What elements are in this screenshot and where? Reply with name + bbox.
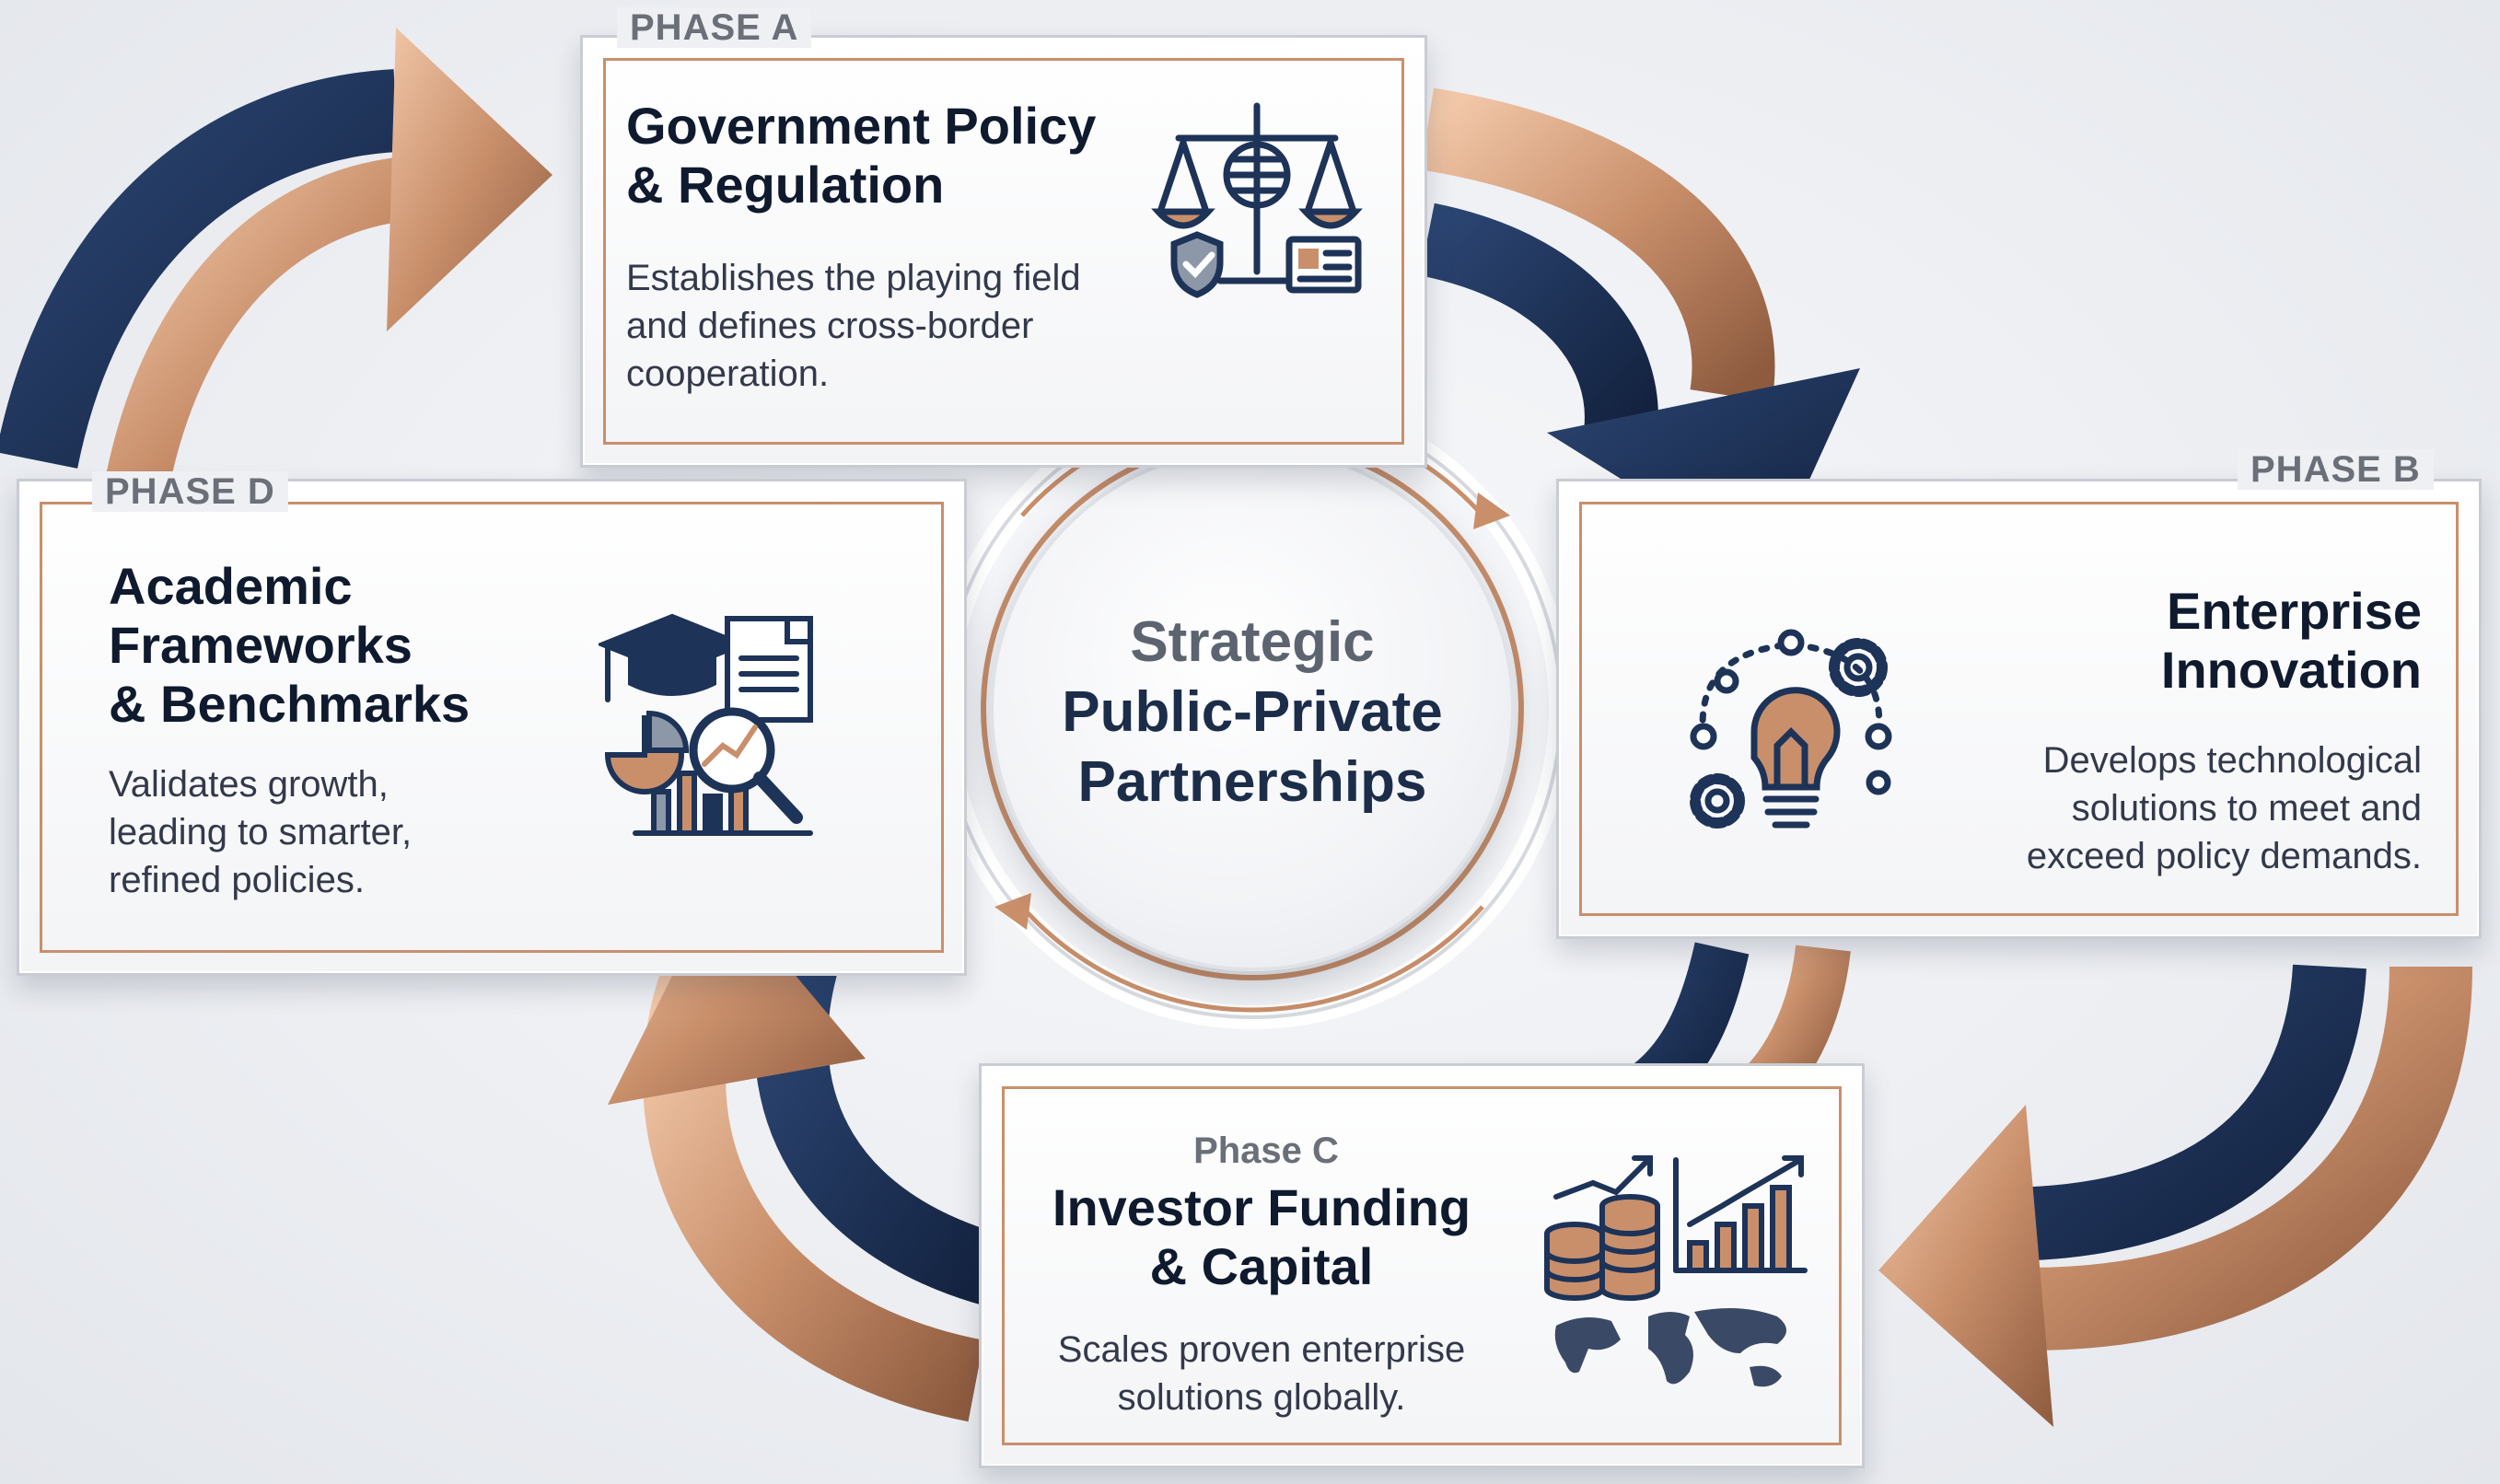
phase-b-label: PHASE B <box>2238 449 2434 490</box>
phase-b-border <box>1579 502 2459 916</box>
phase-c-description: Scales proven enterprise solutions globa… <box>1022 1326 1501 1421</box>
phase-d-border <box>40 502 944 953</box>
hub-title-line3: Partnerships <box>1077 750 1427 814</box>
arrow-c-to-d <box>608 884 1006 1422</box>
phase-c-title: Investor Funding & Capital <box>1022 1178 1501 1296</box>
phase-d-title-line3: & Benchmarks <box>109 675 471 733</box>
graduation-cap-analytics-icon <box>599 613 813 836</box>
phase-d-card <box>17 479 967 976</box>
phase-c-title-line2: & Capital <box>1149 1237 1374 1295</box>
phase-d-title: Academic Frameworks & Benchmarks <box>109 557 551 734</box>
phase-d-description: Validates growth, leading to smarter, re… <box>109 760 551 904</box>
phase-d-label: PHASE D <box>92 471 288 512</box>
arrow-b-to-c <box>1878 964 2472 1427</box>
phase-a-border <box>603 58 1404 445</box>
phase-a-title-line2: & Regulation <box>626 156 945 214</box>
hub-title-line2: Public-Private <box>1062 680 1443 744</box>
phase-d-desc-line1: Validates growth, <box>109 764 389 805</box>
phase-b-title-line1: Enterprise <box>2167 582 2422 640</box>
phase-c-desc-line1: Scales proven enterprise <box>1057 1329 1466 1370</box>
phase-b-card <box>1556 479 2482 939</box>
phase-a-title-line1: Government Policy <box>626 97 1097 155</box>
phase-a-desc-line1: Establishes the playing field <box>626 258 1081 298</box>
phase-a-description: Establishes the playing field and define… <box>626 254 1179 398</box>
phase-d-desc-line2: leading to smarter, <box>109 812 413 852</box>
phase-d-title-line2: Frameworks <box>109 616 413 674</box>
phase-c-label: Phase C <box>1193 1130 1339 1171</box>
lightbulb-gears-icon <box>1690 629 1892 829</box>
phase-b-desc-line2: solutions to meet and <box>2071 788 2422 829</box>
phase-a-label: PHASE A <box>617 7 812 48</box>
phase-a-desc-line2: and defines cross-border <box>626 306 1034 346</box>
phase-b-title: Enterprise Innovation <box>1934 582 2422 700</box>
scales-globe-shield-icon <box>1151 102 1363 298</box>
phase-a-desc-line3: cooperation. <box>626 354 830 394</box>
hub-title: Strategic Public-Private Partnerships <box>1022 608 1483 817</box>
coins-growth-world-icon <box>1544 1155 1808 1387</box>
phase-a-title: Government Policy & Regulation <box>626 97 1179 214</box>
phase-b-description: Develops technological solutions to meet… <box>1897 736 2422 880</box>
phase-b-title-line2: Innovation <box>2160 641 2422 699</box>
phase-c-border <box>1002 1086 1842 1445</box>
hub-title-line1: Strategic <box>1130 610 1375 674</box>
phase-c-desc-line2: solutions globally. <box>1117 1377 1406 1418</box>
phase-d-desc-line3: refined policies. <box>109 860 365 900</box>
phase-b-desc-line1: Develops technological <box>2042 740 2422 781</box>
phase-c-title-line1: Investor Funding <box>1052 1178 1471 1236</box>
phase-b-desc-line3: exceed policy demands. <box>2026 836 2422 876</box>
phase-d-title-line1: Academic <box>109 557 353 615</box>
arrow-d-to-a <box>0 28 552 486</box>
hub-circle <box>990 446 1515 971</box>
